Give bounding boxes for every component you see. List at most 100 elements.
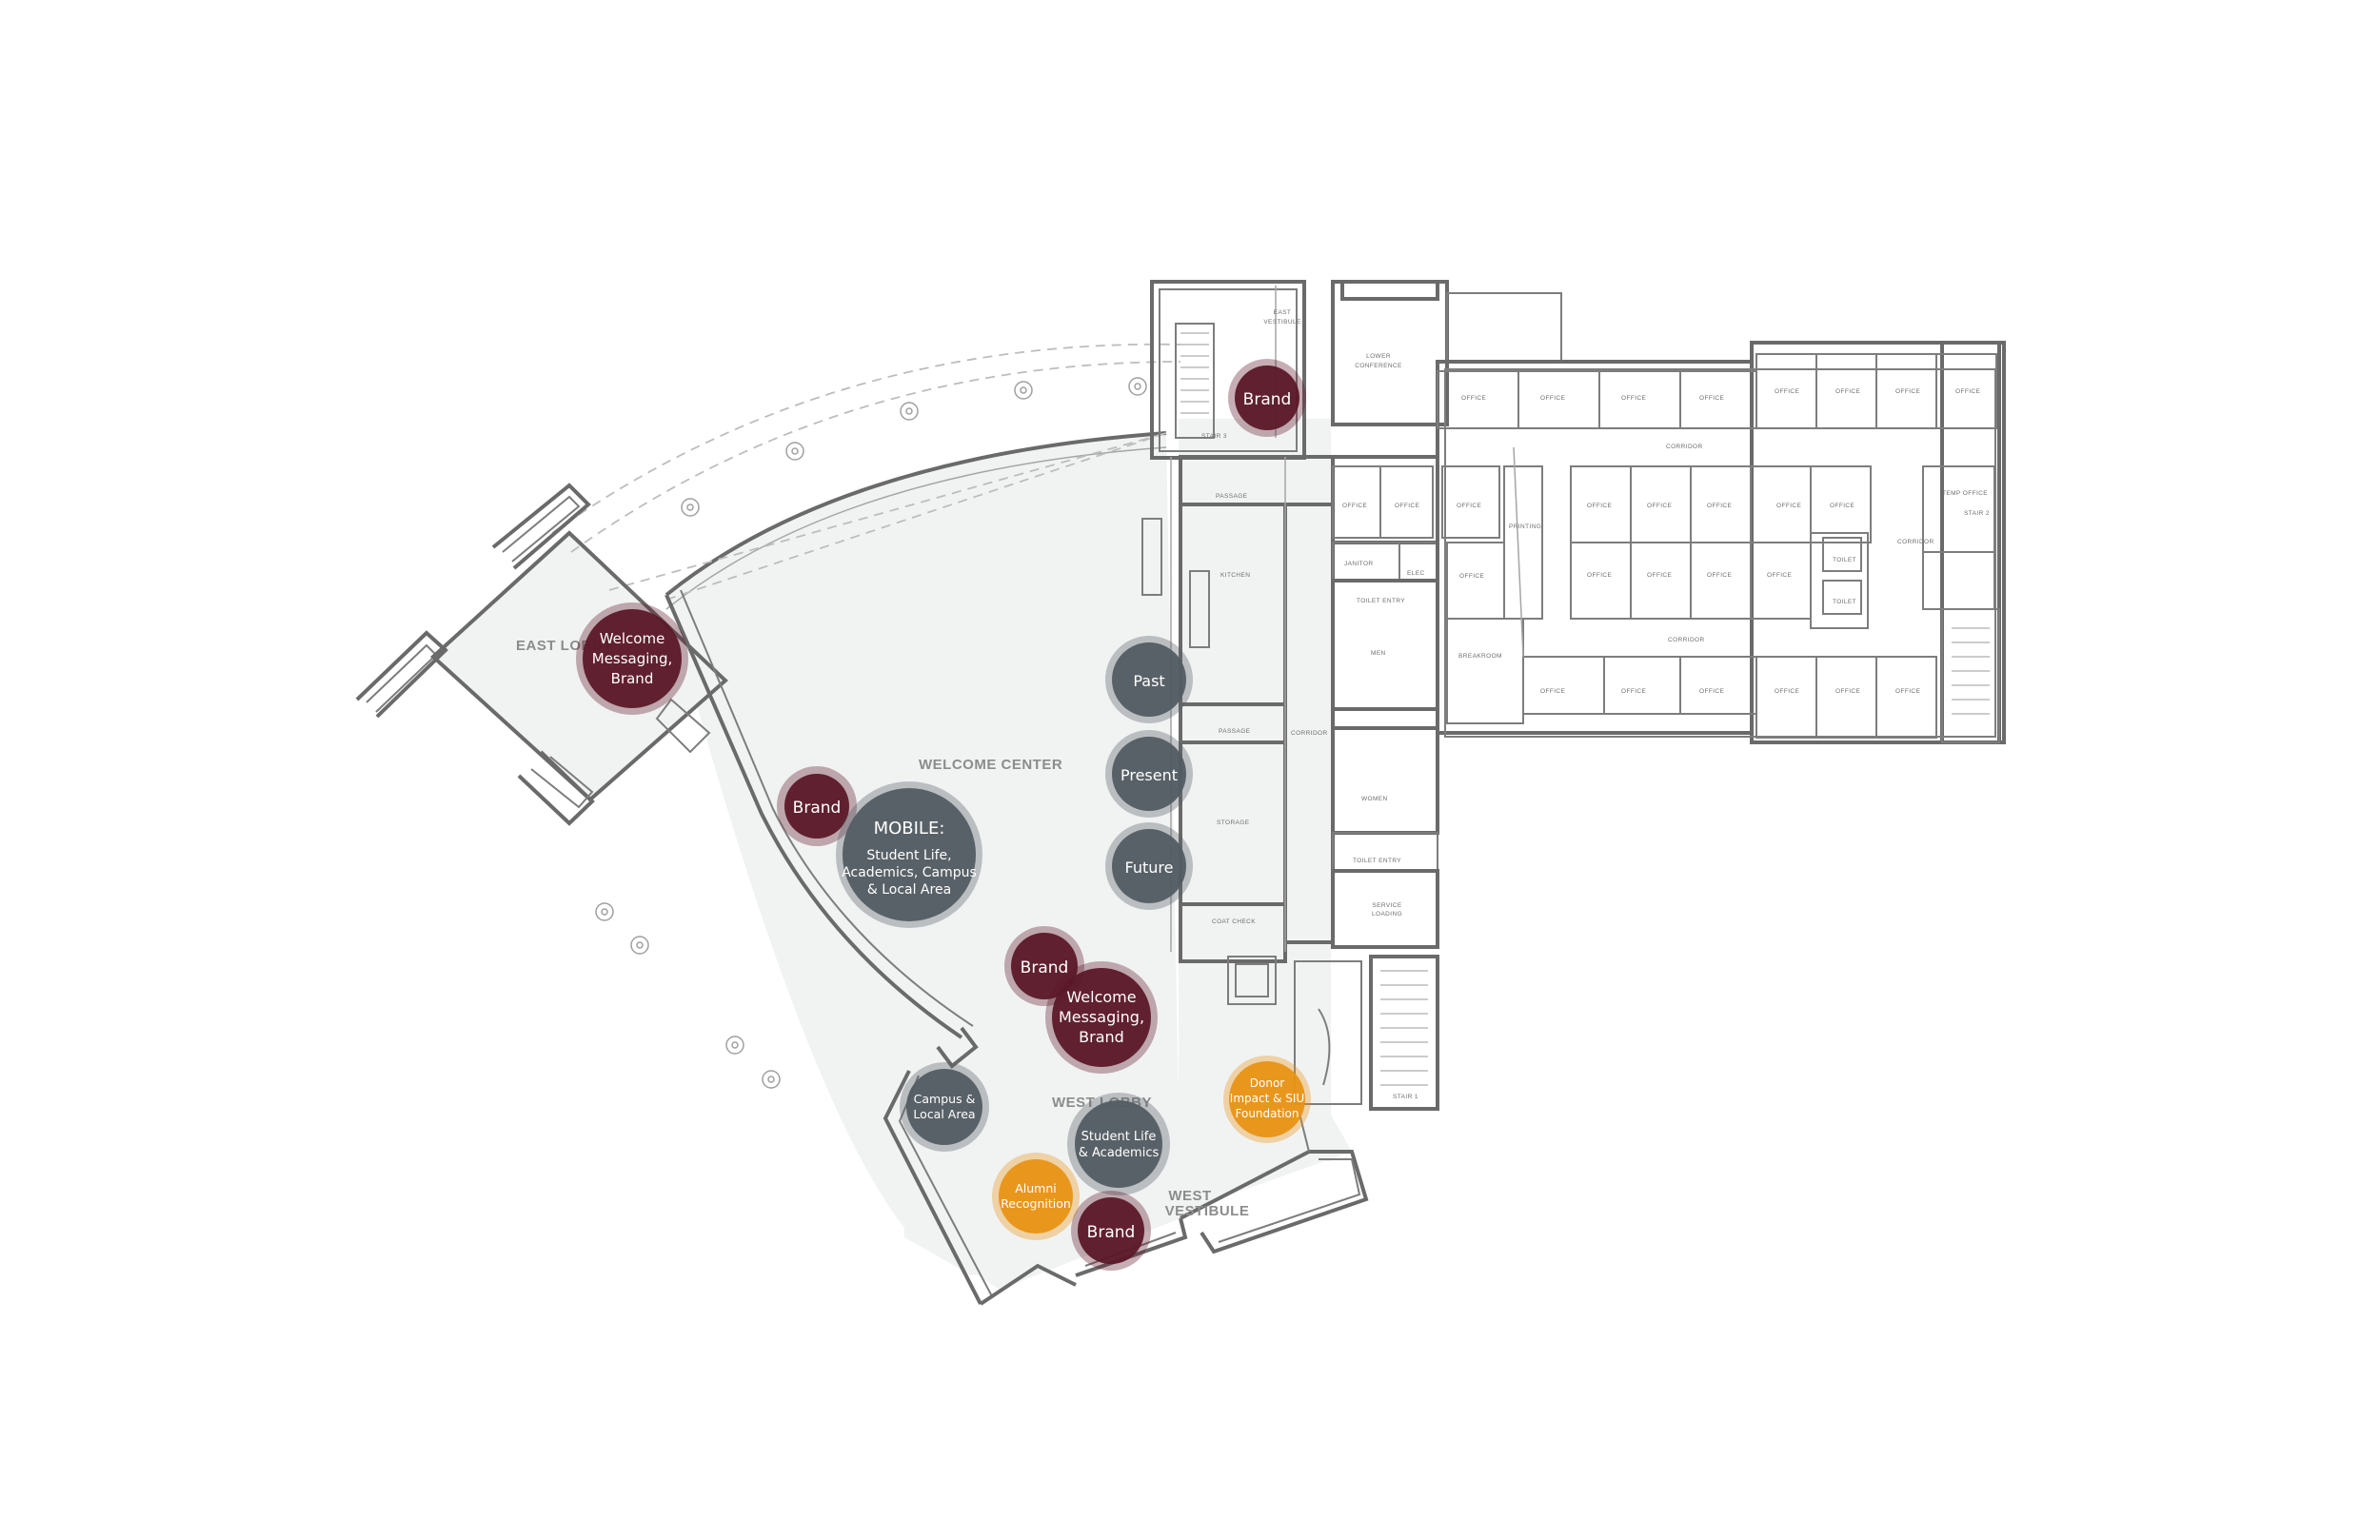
room-label: OFFICE xyxy=(1342,503,1367,509)
room-label: TOILET ENTRY xyxy=(1353,858,1401,864)
bubble-brand-west[interactable]: Brand xyxy=(1004,926,1084,1006)
room-label: JANITOR xyxy=(1344,561,1374,567)
room-label: OFFICE xyxy=(1767,572,1792,579)
room-label: ELEC xyxy=(1407,570,1425,577)
room-label: OFFICE xyxy=(1587,503,1612,509)
bubble-label: Welcome xyxy=(1066,988,1136,1006)
bubble-brand-mobile[interactable]: Brand xyxy=(777,766,857,846)
room-label: EAST xyxy=(1274,309,1292,316)
bubble-label: Student Life xyxy=(1081,1130,1157,1144)
west-vestibule-label: WEST xyxy=(1168,1188,1211,1204)
west-vestibule-label-2: VESTIBULE xyxy=(1165,1203,1250,1219)
room-label: OFFICE xyxy=(1830,503,1854,509)
room-label: OFFICE xyxy=(1835,688,1860,695)
bubble-label: Messaging, xyxy=(592,650,672,667)
exterior-arcs xyxy=(551,343,1181,610)
office-wing xyxy=(1332,341,2006,744)
room-label: OFFICE xyxy=(1457,503,1481,509)
room-label: OFFICE xyxy=(1540,688,1565,695)
bubble-brand-bottom[interactable]: Brand xyxy=(1071,1191,1151,1271)
room-label: STAIR 1 xyxy=(1393,1094,1418,1100)
room-label: OFFICE xyxy=(1621,688,1646,695)
room-label: OFFICE xyxy=(1459,573,1484,580)
room-label: TOILET xyxy=(1833,599,1856,605)
room-label: OFFICE xyxy=(1895,688,1920,695)
room-label: TEMP OFFICE xyxy=(1942,490,1988,497)
room-label: TOILET ENTRY xyxy=(1357,598,1405,604)
room-label: LOWER xyxy=(1366,353,1391,360)
room-label: VESTIBULE xyxy=(1263,319,1301,326)
bubble-label: Foundation xyxy=(1236,1107,1299,1120)
bubble-label: Alumni xyxy=(1015,1181,1057,1195)
room-label: CORRIDOR xyxy=(1666,444,1703,450)
room-label: OFFICE xyxy=(1955,388,1980,395)
room-label: OFFICE xyxy=(1707,572,1732,579)
room-label: PRINTING xyxy=(1509,523,1541,530)
bubble-label: Student Life, xyxy=(866,848,951,863)
east-lobby-walls xyxy=(355,483,728,826)
bubble-label: & Academics xyxy=(1079,1146,1160,1160)
bubble-donor[interactable]: Donor Impact & SIU Foundation xyxy=(1223,1056,1311,1143)
room-label: PASSAGE xyxy=(1216,493,1248,500)
signage-bubbles: Brand Welcome Messaging, Brand Past Pres… xyxy=(576,359,1311,1271)
room-label: OFFICE xyxy=(1775,688,1799,695)
bubble-label: Academics, Campus xyxy=(842,865,977,880)
room-label: OFFICE xyxy=(1621,395,1646,402)
room-label: SERVICE xyxy=(1372,902,1401,909)
bubble-label: Welcome xyxy=(600,630,665,647)
room-label: STORAGE xyxy=(1217,819,1250,826)
bubble-label: Brand xyxy=(1079,1028,1124,1046)
bubble-east-welcome[interactable]: Welcome Messaging, Brand xyxy=(576,602,688,715)
room-label: TOILET xyxy=(1833,557,1856,563)
bubble-label: Brand xyxy=(611,670,654,687)
bubble-label: Local Area xyxy=(913,1107,975,1121)
room-label: PASSAGE xyxy=(1219,728,1251,735)
room-label: COAT CHECK xyxy=(1212,918,1256,925)
bubble-mobile[interactable]: MOBILE: Student Life, Academics, Campus … xyxy=(836,781,982,928)
bubble-present[interactable]: Present xyxy=(1105,730,1193,818)
room-label: BREAKROOM xyxy=(1458,653,1502,660)
room-label: STAIR 2 xyxy=(1964,510,1990,517)
bubble-label: Present xyxy=(1121,766,1178,784)
room-label: OFFICE xyxy=(1647,503,1672,509)
bubble-future[interactable]: Future xyxy=(1105,822,1193,910)
bubble-label: Donor xyxy=(1250,1076,1285,1090)
bubble-title: MOBILE: xyxy=(874,819,945,839)
room-label: OFFICE xyxy=(1461,395,1486,402)
bubble-label: Messaging, xyxy=(1059,1008,1144,1026)
room-labels: EAST VESTIBULE LOWER CONFERENCE STAIR 3 … xyxy=(1201,309,1990,1100)
room-label: OFFICE xyxy=(1540,395,1565,402)
bubble-past[interactable]: Past xyxy=(1105,636,1193,723)
bubble-label: Recognition xyxy=(1001,1196,1071,1211)
welcome-center-label: WELCOME CENTER xyxy=(919,757,1062,773)
room-label: OFFICE xyxy=(1587,572,1612,579)
bubble-label: Past xyxy=(1133,672,1164,690)
bubble-brand-top[interactable]: Brand xyxy=(1228,359,1306,437)
bubble-student-life[interactable]: Student Life & Academics xyxy=(1067,1093,1170,1195)
room-label: OFFICE xyxy=(1835,388,1860,395)
bubble-west-welcome[interactable]: Welcome Messaging, Brand xyxy=(1045,961,1158,1074)
bubble-label: Campus & xyxy=(914,1092,976,1106)
room-label: OFFICE xyxy=(1699,688,1724,695)
bubble-label: & Local Area xyxy=(867,882,951,898)
bubble-label: Impact & SIU xyxy=(1230,1092,1304,1105)
room-label: LOADING xyxy=(1372,911,1402,918)
bubble-alumni[interactable]: Alumni Recognition xyxy=(992,1153,1080,1240)
room-label: OFFICE xyxy=(1395,503,1419,509)
room-label: OFFICE xyxy=(1699,395,1724,402)
bubble-label: Brand xyxy=(1021,958,1069,977)
column-markers xyxy=(595,377,1147,1089)
bubble-label: Brand xyxy=(793,799,842,818)
bubble-label: Future xyxy=(1125,859,1174,877)
room-label: STAIR 3 xyxy=(1201,433,1227,440)
room-label: CONFERENCE xyxy=(1355,363,1402,369)
room-label: OFFICE xyxy=(1895,388,1920,395)
bubble-campus-local[interactable]: Campus & Local Area xyxy=(900,1062,989,1152)
room-label: OFFICE xyxy=(1776,503,1801,509)
room-label: OFFICE xyxy=(1775,388,1799,395)
room-label: OFFICE xyxy=(1707,503,1732,509)
room-label: OFFICE xyxy=(1647,572,1672,579)
bubble-label: Brand xyxy=(1087,1223,1136,1242)
room-label: KITCHEN xyxy=(1220,572,1250,579)
